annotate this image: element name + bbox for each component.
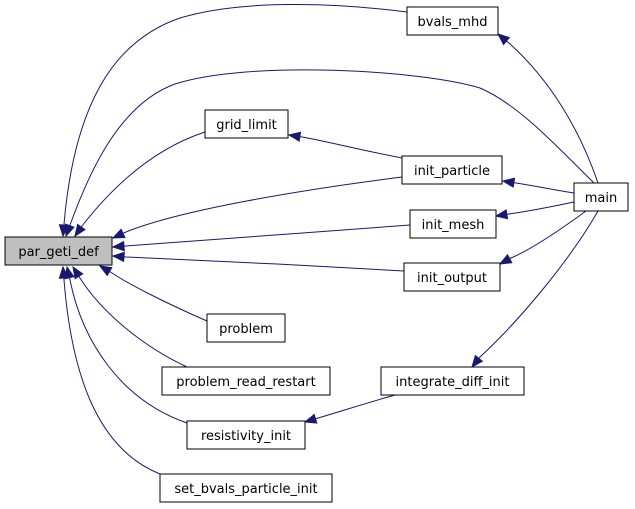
node-problem[interactable]: problem	[206, 313, 286, 343]
edge-init-output-to-par-geti-def	[111, 251, 405, 272]
arrowhead-icon	[471, 354, 484, 369]
edge-main-to-init-output	[498, 210, 587, 265]
node-box	[161, 366, 331, 396]
arrowhead-icon	[501, 177, 516, 188]
edge-line	[65, 69, 595, 237]
edge-resistivity-init-to-par-geti-def	[64, 265, 188, 424]
edge-main-to-init-particle	[501, 177, 575, 194]
node-grid-limit[interactable]: grid_limit	[204, 109, 289, 139]
node-label: init_output	[417, 271, 487, 286]
arrowhead-icon	[58, 265, 70, 279]
node-label: problem_read_restart	[176, 375, 315, 390]
edge-problem-read-restart-to-par-geti-def	[72, 265, 188, 368]
edge-grid-limit-to-par-geti-def	[74, 131, 206, 238]
node-integrate-diff-init[interactable]: integrate_diff_init	[380, 366, 525, 396]
node-resistivity-init[interactable]: resistivity_init	[186, 420, 306, 450]
node-box	[159, 473, 333, 503]
node-box	[380, 366, 525, 396]
edge-line	[502, 180, 575, 194]
node-box	[206, 313, 286, 343]
node-label: grid_limit	[216, 118, 277, 133]
node-set-bvals-particle-init[interactable]: set_bvals_particle_init	[159, 473, 333, 503]
edge-main-to-init-mesh	[494, 201, 575, 220]
arrowhead-icon	[72, 265, 84, 280]
edge-main-to-bvals-mhd	[496, 33, 599, 184]
edge-line	[74, 131, 206, 237]
arrowhead-icon	[287, 131, 302, 142]
edge-main-to-par-geti-def	[65, 69, 595, 238]
arrowhead-icon	[74, 223, 86, 238]
node-box	[204, 109, 289, 139]
node-init-particle[interactable]: init_particle	[401, 155, 503, 185]
node-box	[401, 155, 503, 185]
arrowhead-icon	[498, 253, 513, 265]
edge-line	[495, 201, 575, 217]
node-label: set_bvals_particle_init	[174, 482, 317, 497]
node-label: init_particle	[414, 164, 490, 179]
node-label: init_mesh	[422, 218, 485, 233]
node-label: resistivity_init	[201, 429, 291, 444]
arrowhead-icon	[494, 209, 509, 220]
arrowhead-icon	[111, 228, 126, 239]
node-label: bvals_mhd	[418, 15, 488, 30]
node-box	[573, 182, 629, 212]
arrowhead-icon	[303, 413, 318, 424]
edges-layer	[58, 3, 599, 475]
node-label: problem	[219, 322, 273, 337]
arrowhead-icon	[496, 33, 511, 46]
edge-line	[304, 394, 396, 423]
edge-integrate-diff-init-to-resistivity-init	[303, 394, 396, 424]
edge-line	[72, 266, 188, 368]
edge-line	[99, 265, 208, 322]
node-box	[4, 236, 113, 266]
node-par-geti-def[interactable]: par_geti_def	[4, 236, 113, 266]
node-problem-read-restart[interactable]: problem_read_restart	[161, 366, 331, 396]
node-label: integrate_diff_init	[396, 375, 510, 390]
edge-init-particle-to-grid-limit	[287, 131, 403, 159]
edge-line	[112, 255, 405, 272]
node-box	[403, 262, 501, 292]
node-label: main	[585, 191, 617, 206]
edge-line	[66, 266, 188, 424]
edge-line	[471, 210, 599, 368]
edge-line	[288, 134, 403, 159]
edge-init-particle-to-par-geti-def	[111, 176, 403, 239]
edge-set-bvals-particle-init-to-par-geti-def	[58, 265, 161, 475]
edge-line	[112, 176, 403, 239]
node-box	[409, 209, 497, 239]
node-main[interactable]: main	[573, 182, 629, 212]
edge-init-mesh-to-par-geti-def	[111, 224, 411, 252]
node-init-output[interactable]: init_output	[403, 262, 501, 292]
node-label: par_geti_def	[18, 245, 99, 260]
arrowhead-icon	[98, 265, 113, 277]
node-box	[186, 420, 306, 450]
arrowhead-icon	[65, 223, 75, 238]
node-box	[406, 6, 499, 36]
node-bvals-mhd[interactable]: bvals_mhd	[406, 6, 499, 36]
edge-line	[62, 266, 161, 475]
edge-line	[112, 224, 411, 248]
edge-line	[497, 33, 599, 184]
edge-line	[499, 210, 587, 265]
edge-line	[62, 3, 408, 237]
edge-problem-to-par-geti-def	[98, 265, 208, 322]
node-init-mesh[interactable]: init_mesh	[409, 209, 497, 239]
arrowhead-icon	[111, 240, 125, 252]
arrowhead-icon	[111, 251, 125, 263]
edge-main-to-integrate-diff-init	[471, 210, 599, 369]
